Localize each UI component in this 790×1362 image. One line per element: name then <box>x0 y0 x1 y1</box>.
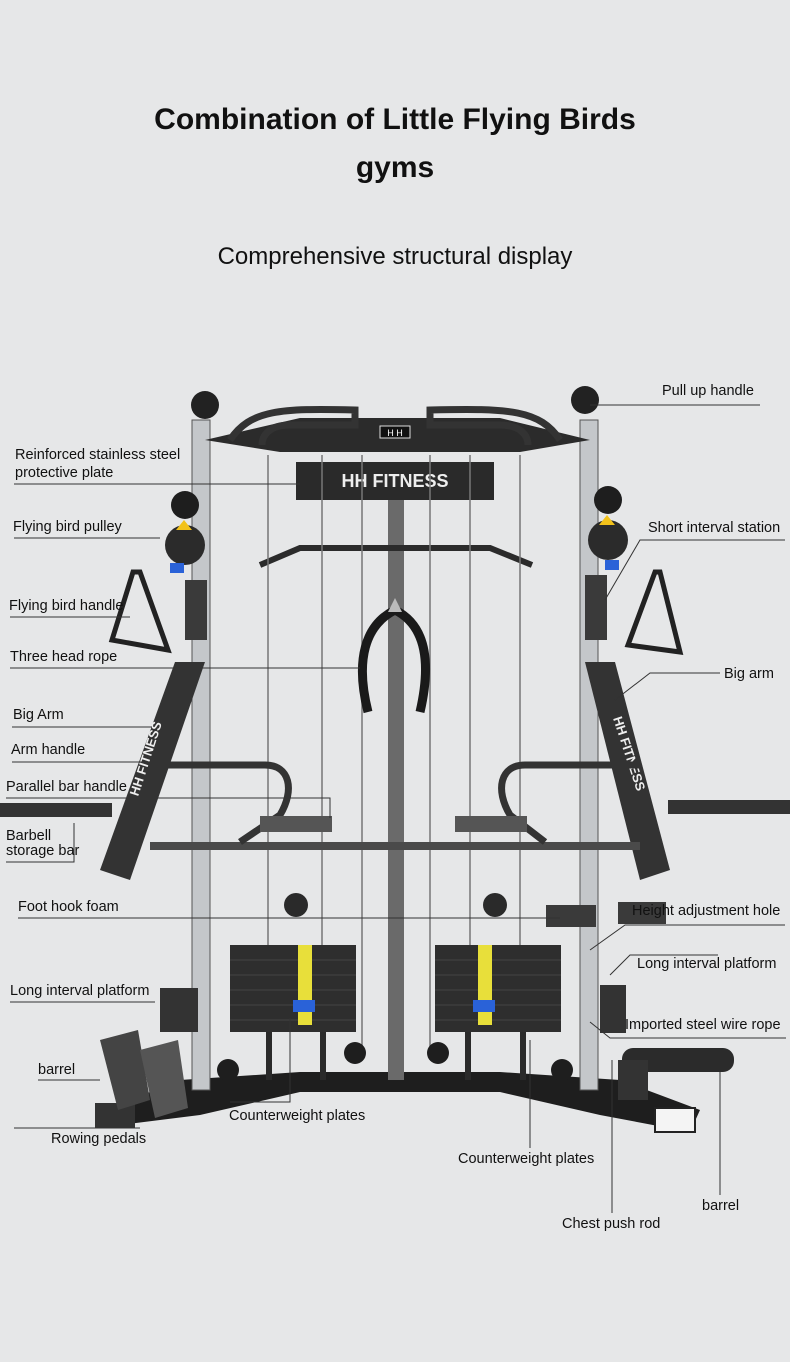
barrel-right-shape <box>618 1048 734 1100</box>
left-upright <box>185 419 211 1091</box>
label-reinforced-plate-line-1: Reinforced stainless steel <box>15 447 181 463</box>
label-big-arm-left: Big Arm <box>13 707 64 723</box>
label-flying-bird-pulley: Flying bird pulley <box>13 519 122 535</box>
parallel-bar-right <box>498 761 640 845</box>
counterweight-stack-right <box>435 893 561 1080</box>
label-long-interval-platform-left: Long interval platform <box>10 983 150 999</box>
label-big-arm-right: Big arm <box>724 666 774 682</box>
leader-lines <box>6 404 786 1213</box>
long-interval-platform-left-shape <box>160 988 198 1032</box>
lat-bar <box>258 545 534 568</box>
frame-brand-text: HH FITNESS <box>341 471 448 491</box>
three-head-rope <box>358 598 431 714</box>
label-barbell-storage-line-2: storage bar <box>6 843 80 859</box>
counterweight-stack-left <box>230 893 356 1080</box>
label-barrel-right: barrel <box>702 1198 740 1214</box>
label-imported-steel-wire-rope: Imported steel wire rope <box>625 1017 781 1033</box>
label-foot-hook-foam: Foot hook foam <box>18 899 119 915</box>
center-post <box>388 490 404 1080</box>
floor-pulleys <box>217 1042 573 1081</box>
label-chest-push-rod: Chest push rod <box>562 1216 661 1232</box>
page-title-line-1: Combination of Little Flying Birds <box>154 103 636 136</box>
label-barrel-left: barrel <box>38 1062 76 1078</box>
label-barbell-storage-line-1: Barbell <box>6 828 52 844</box>
label-flying-bird-handle: Flying bird handle <box>9 598 124 614</box>
barbell-left <box>0 803 112 817</box>
foot-hook-foam-right <box>618 902 666 924</box>
label-short-interval-station: Short interval station <box>648 520 781 536</box>
cables <box>267 455 521 1060</box>
base-frame <box>95 1072 700 1133</box>
parallel-bar-bracket-left <box>260 816 332 832</box>
label-counterweight-plates-right: Counterweight plates <box>458 1151 595 1167</box>
top-logo: H H <box>387 428 403 438</box>
label-reinforced-plate-line-2: protective plate <box>15 465 114 481</box>
label-three-head-rope: Three head rope <box>10 649 118 665</box>
smith-bar <box>150 842 640 850</box>
label-height-adjustment-hole: Height adjustment hole <box>632 903 781 919</box>
foot-hook-foam-left <box>546 905 596 927</box>
barbell-right <box>668 800 790 814</box>
label-rowing-pedals: Rowing pedals <box>51 1131 147 1147</box>
flying-bird-pulley-right <box>588 486 628 570</box>
parallel-bar-left <box>160 761 292 845</box>
flying-bird-pulley-left <box>165 491 205 573</box>
label-parallel-bar-handle: Parallel bar handle <box>6 779 127 795</box>
page-title-line-2: gyms <box>355 151 435 184</box>
label-pull-up-handle: Pull up handle <box>662 383 754 399</box>
label-long-interval-platform-right: Long interval platform <box>637 956 777 972</box>
parallel-bar-bracket-right <box>455 816 527 832</box>
flying-bird-handle-right <box>624 569 684 655</box>
label-counterweight-plates-left: Counterweight plates <box>229 1108 366 1124</box>
page-subtitle: Comprehensive structural display <box>217 243 573 270</box>
long-interval-platform-right-shape <box>600 985 626 1033</box>
rowing-pedals-shape <box>100 1030 188 1118</box>
label-arm-handle: Arm handle <box>11 742 86 758</box>
top-frame: H H HH FITNESS <box>191 386 599 500</box>
